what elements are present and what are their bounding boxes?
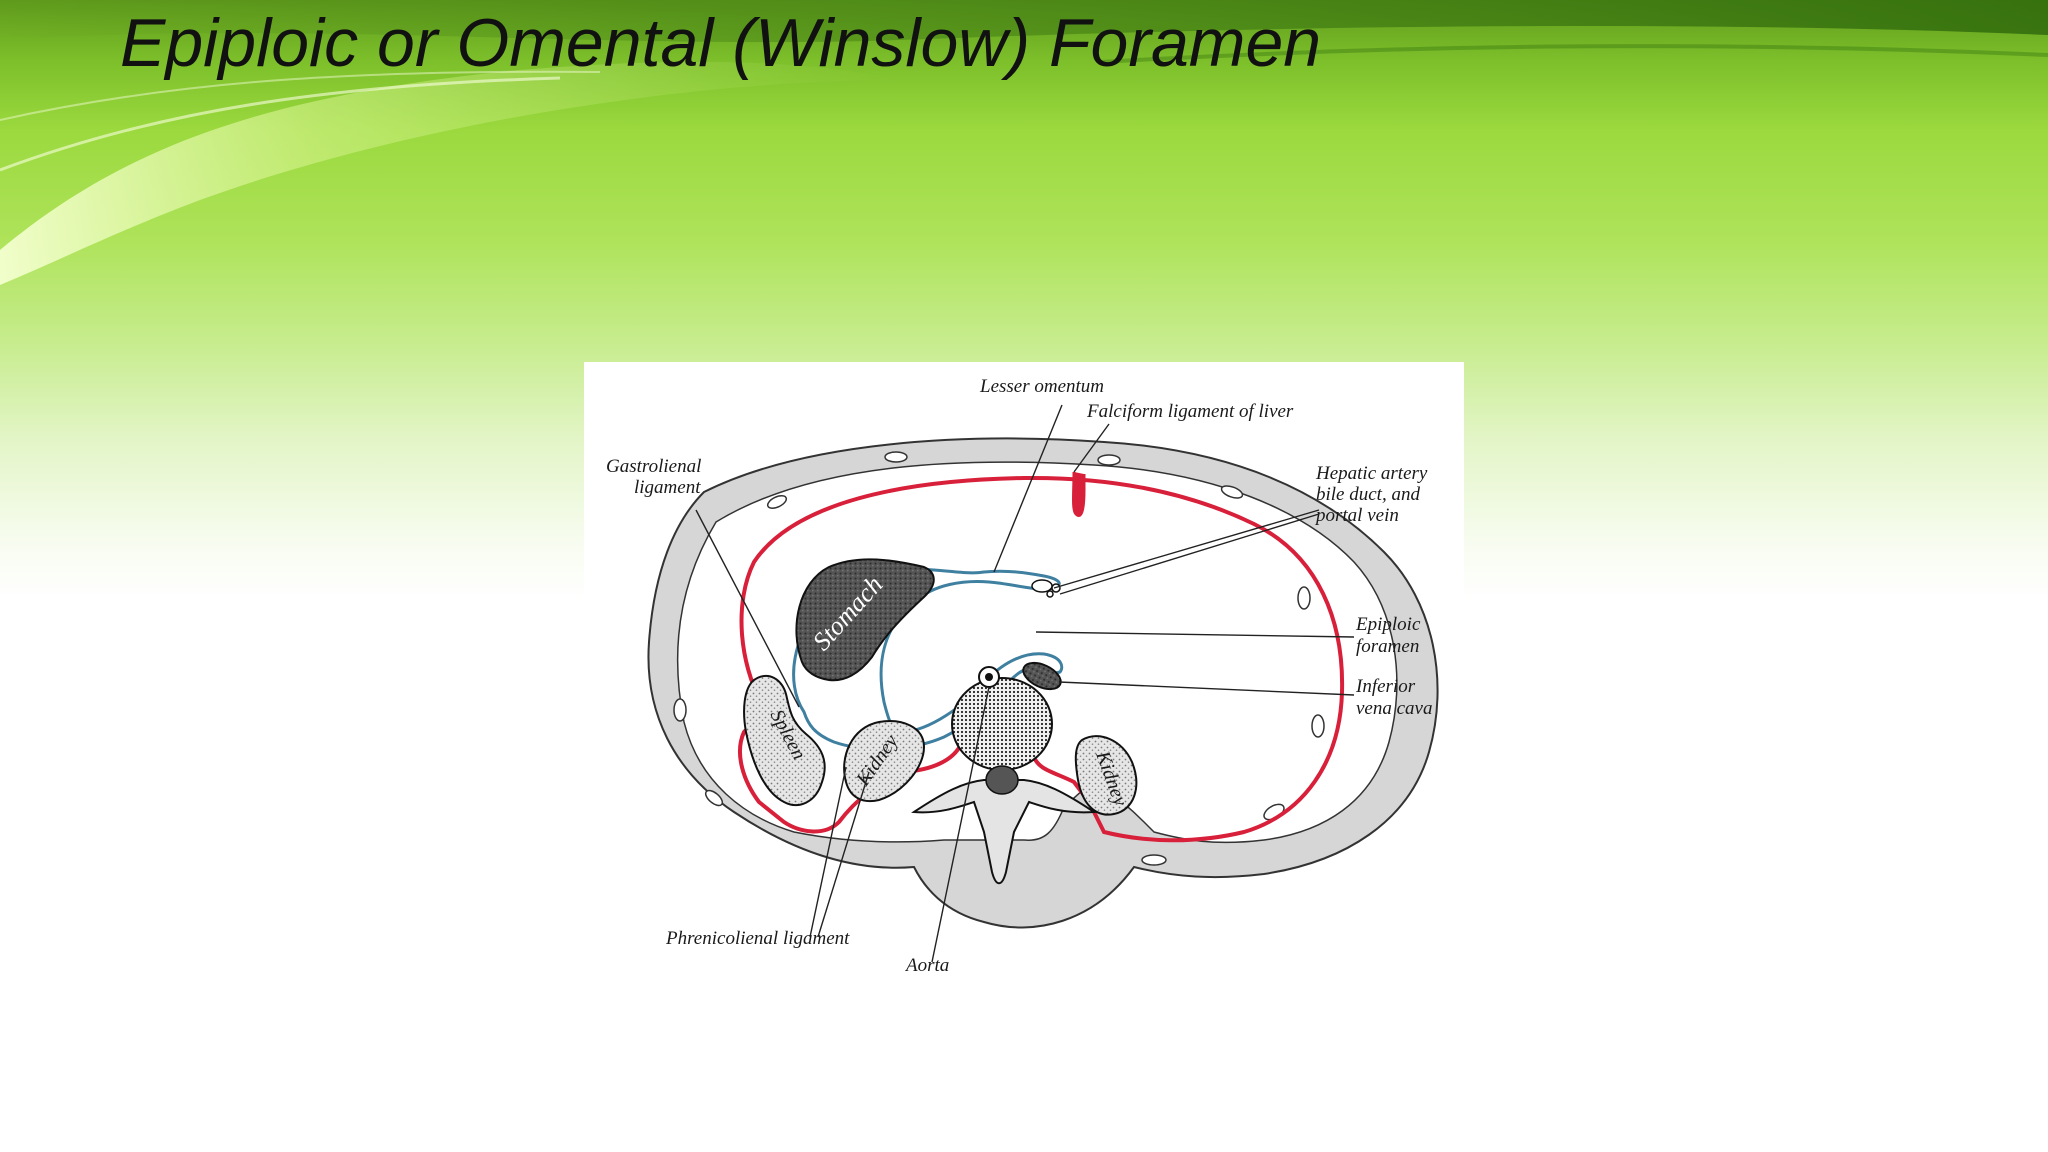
label-ivc-1: Inferior	[1355, 676, 1416, 697]
label-epiploic-2: foramen	[1356, 636, 1419, 657]
kidney-right	[1074, 735, 1138, 816]
label-falciform-ligament: Falciform ligament of liver	[1086, 401, 1294, 422]
stomach	[795, 558, 935, 682]
label-aorta: Aorta	[904, 955, 949, 976]
slide-title: Epiploic or Omental (Winslow) Foramen	[120, 5, 1322, 81]
label-phrenicolienal: Phrenicolienal ligament	[665, 928, 850, 949]
label-gastrolienal-1: Gastrolienal	[606, 456, 701, 477]
label-hepatic-1: Hepatic artery	[1315, 463, 1428, 484]
label-hepatic-3: portal vein	[1314, 505, 1399, 526]
label-hepatic-2: bile duct, and	[1316, 484, 1420, 505]
cross-section-diagram: Stomach Spleen Kidney Kidney	[606, 376, 1439, 976]
label-epiploic-1: Epiploic	[1355, 614, 1421, 635]
greater-sac-boundary	[738, 475, 1345, 843]
inferior-vena-cava	[1022, 661, 1062, 691]
label-ivc-2: vena cava	[1356, 698, 1432, 719]
label-gastrolienal-2: ligament	[634, 477, 701, 498]
falciform-ligament-fold	[1072, 471, 1086, 517]
spleen	[743, 675, 826, 807]
label-lesser-omentum: Lesser omentum	[979, 376, 1104, 397]
header-swoosh-decoration	[0, 0, 2048, 285]
wall-vessels	[673, 451, 1325, 866]
anatomy-figure: Stomach Spleen Kidney Kidney	[584, 362, 1464, 990]
kidney-left	[843, 720, 926, 802]
leader-lines	[695, 404, 1355, 963]
aorta-lumen	[985, 673, 993, 681]
